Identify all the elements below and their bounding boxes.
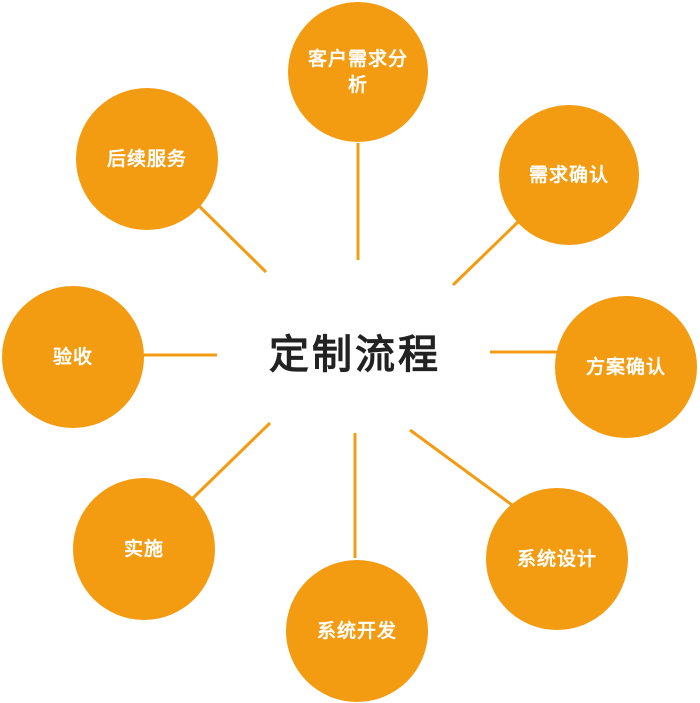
node-label: 验收 xyxy=(52,346,93,368)
node-implementation: 实施 xyxy=(73,478,215,620)
connector-after-sales-service xyxy=(196,203,268,274)
node-system-development: 系统开发 xyxy=(286,560,428,702)
node-label: 系统开发 xyxy=(316,620,397,642)
node-label: 方案确认 xyxy=(585,356,666,378)
node-label: 实施 xyxy=(123,538,164,560)
node-label: 后续服务 xyxy=(106,148,187,170)
node-requirement-confirmation: 需求确认 xyxy=(499,105,639,245)
node-acceptance: 验收 xyxy=(2,286,144,428)
node-requirement-analysis: 客户需求分析 xyxy=(288,2,428,142)
node-system-design: 系统设计 xyxy=(486,488,628,630)
connector-requirement-confirmation xyxy=(451,220,520,287)
node-proposal-confirmation: 方案确认 xyxy=(555,296,697,438)
node-label: 客户需求分析 xyxy=(308,48,409,96)
connector-system-design xyxy=(409,428,513,507)
node-after-sales-service: 后续服务 xyxy=(76,88,218,230)
center-title: 定制流程 xyxy=(269,332,441,378)
node-label: 系统设计 xyxy=(516,548,597,570)
node-label: 需求确认 xyxy=(528,164,609,186)
connector-implementation xyxy=(191,421,272,500)
